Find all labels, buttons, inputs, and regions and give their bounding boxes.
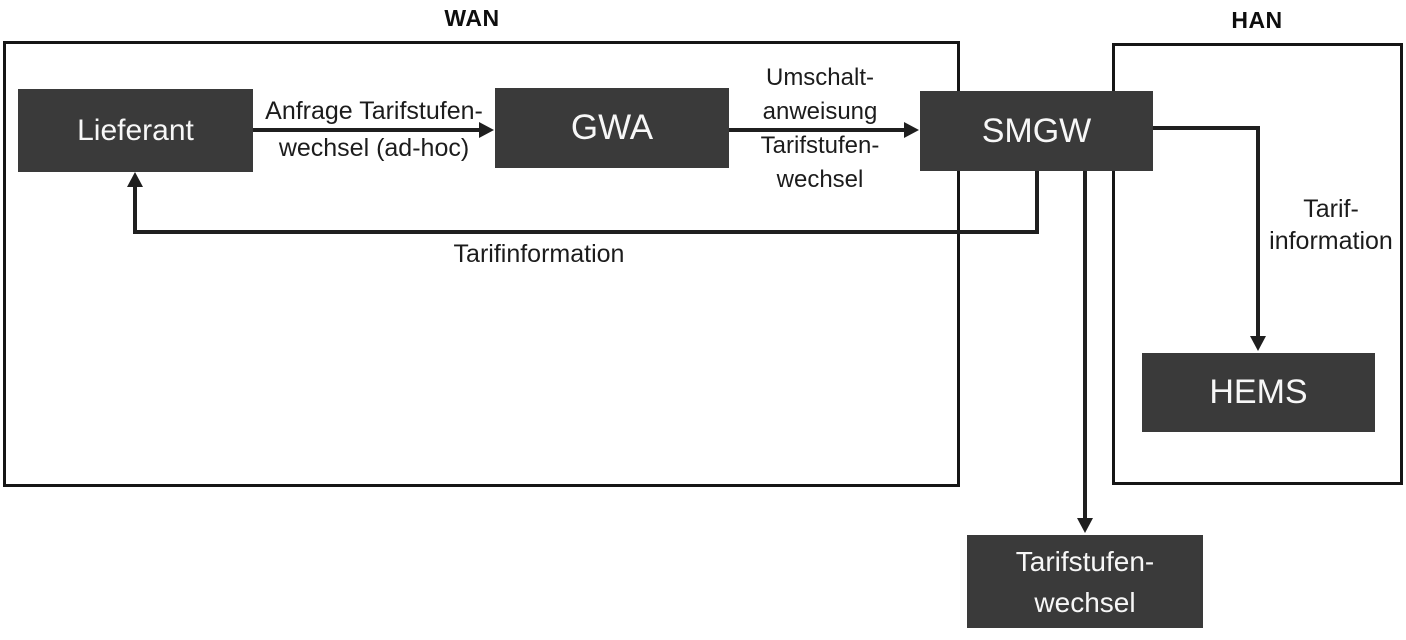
han-region-label: HAN [1231,7,1283,33]
edge-tarifinformation-line [133,171,1039,234]
arrowhead-into-tarifstufenwechsel [1077,518,1093,533]
arrowhead-into-gwa [479,122,494,138]
edge-label-umschalt-line3: Tarifstufen- [760,132,880,159]
edge-label-umschalt: Umschalt- anweisung Tarifstufen- wechsel [720,61,920,197]
arrowhead-into-smgw [904,122,919,138]
han-region-frame [1112,43,1403,485]
node-hems: HEMS [1142,353,1375,432]
edge-tarifinformation-han-line [1153,126,1260,337]
node-gwa-label: GWA [570,108,654,147]
node-tarifstufenwechsel-label-line1: Tarifstufen- [1015,545,1155,577]
node-lieferant: Lieferant [18,89,253,172]
edge-label-umschalt-line1: Umschalt- [765,64,874,91]
wan-region-label: WAN [444,5,500,31]
node-tarifstufenwechsel-label-line2: wechsel [1034,586,1136,618]
edge-label-tarifinformation-han: Tarif- information [1246,193,1406,257]
node-lieferant-label: Lieferant [77,113,194,147]
edge-label-umschalt-line2: anweisung [762,98,878,125]
edge-label-anfrage: Anfrage Tarifstufen- wechsel (ad-hoc) [249,93,499,167]
edge-label-tarifinformation: Tarifinformation [419,240,659,269]
arrowhead-into-lieferant [127,172,143,187]
edge-label-umschalt-line4: wechsel [776,166,864,193]
node-gwa: GWA [495,88,729,168]
node-smgw: SMGW [920,91,1153,171]
edge-label-tarifinformation-han-line1: Tarif- [1303,195,1359,223]
arrowhead-into-hems [1250,336,1266,351]
edge-label-anfrage-line1: Anfrage Tarifstufen- [265,97,483,125]
node-smgw-label: SMGW [981,111,1092,150]
edge-label-tarifinformation-text: Tarifinformation [453,240,625,268]
node-hems-label: HEMS [1209,373,1308,411]
edge-label-anfrage-line2: wechsel (ad-hoc) [278,134,470,162]
edge-label-tarifinformation-han-line2: information [1269,227,1393,255]
node-tarifstufenwechsel: Tarifstufen- wechsel [967,535,1203,628]
wan-region-frame [3,41,960,487]
